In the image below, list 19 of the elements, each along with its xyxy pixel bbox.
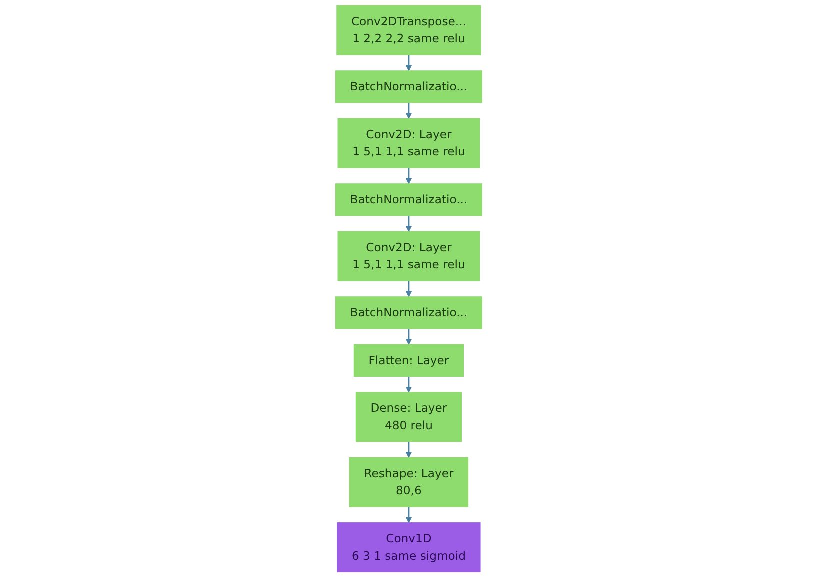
node-box: BatchNormalizatio...	[334, 296, 482, 330]
arrow	[405, 55, 412, 72]
arrow	[405, 168, 412, 184]
arrow	[405, 102, 412, 120]
arrow	[405, 216, 412, 232]
arrow	[405, 442, 412, 458]
arrow	[405, 507, 412, 524]
arrow	[405, 328, 412, 346]
node-box: Conv1D 6 3 1 same sigmoid	[336, 522, 480, 573]
arrow	[405, 281, 412, 298]
node-box: BatchNormalizatio...	[334, 70, 482, 104]
node-box: Conv2D: Layer 1 5,1 1,1 same relu	[337, 231, 480, 282]
node-box: Reshape: Layer 80,6	[348, 457, 468, 508]
node-box: Conv2D: Layer 1 5,1 1,1 same relu	[337, 118, 480, 168]
arrow	[405, 376, 412, 393]
node-box: BatchNormalizatio...	[334, 184, 482, 216]
node-box: Dense: Layer 480 relu	[355, 392, 462, 442]
node-box: Conv2DTranspose... 1 2,2 2,2 same relu	[336, 5, 481, 56]
node-box: Flatten: Layer	[353, 344, 464, 377]
